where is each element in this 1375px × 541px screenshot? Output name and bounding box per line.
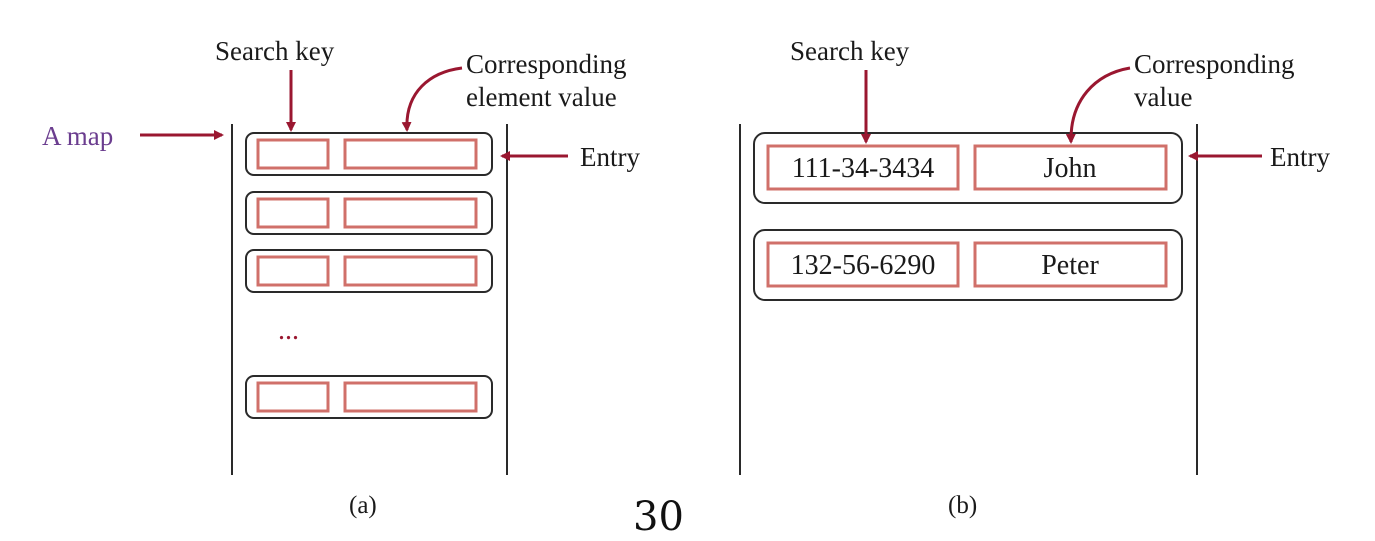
key-cell [256, 197, 330, 229]
entry-key-text: 132-56-6290 [791, 250, 936, 281]
caption-a: (a) [349, 492, 377, 519]
value-arrow-a [401, 66, 463, 132]
entry-value-text: John [1044, 153, 1097, 184]
panel-b: 111-34-3434 John 132-56-6290 Peter Searc… [739, 36, 1330, 519]
key-cell [256, 381, 330, 413]
value-cell [343, 255, 478, 287]
panel-a: ... Search key Corresponding element val… [42, 36, 640, 519]
value-arrow-b [1065, 66, 1131, 144]
entry-a-2 [245, 191, 493, 235]
corresponding-label-a-line2: element value [466, 82, 617, 112]
entry-b-1: 111-34-3434 John [753, 132, 1183, 204]
corresponding-label-b-line2: value [1134, 82, 1192, 112]
entry-b-2: 132-56-6290 Peter [753, 229, 1183, 301]
caption-b: (b) [948, 492, 977, 519]
key-cell [256, 138, 330, 170]
map-label: A map [42, 121, 113, 151]
entry-a-3 [245, 249, 493, 293]
value-cell [343, 138, 478, 170]
entry-a-1 [245, 132, 493, 176]
ellipsis: ... [278, 315, 299, 346]
entry-label-b: Entry [1270, 142, 1330, 172]
key-cell [256, 255, 330, 287]
value-cell [973, 241, 1168, 288]
page-number: 30 [633, 494, 684, 540]
entry-value-text: Peter [1041, 250, 1099, 281]
value-cell [343, 381, 478, 413]
key-cell [766, 241, 960, 288]
entry-a-4 [245, 375, 493, 419]
entry-key-text: 111-34-3434 [792, 153, 935, 184]
key-cell [766, 144, 960, 191]
search-key-label-a: Search key [215, 36, 335, 66]
corresponding-label-b-line1: Corresponding [1134, 49, 1294, 79]
corresponding-label-a-line1: Corresponding [466, 49, 626, 79]
entry-label-a: Entry [580, 142, 640, 172]
search-key-label-b: Search key [790, 36, 910, 66]
value-cell [343, 197, 478, 229]
value-cell [973, 144, 1168, 191]
